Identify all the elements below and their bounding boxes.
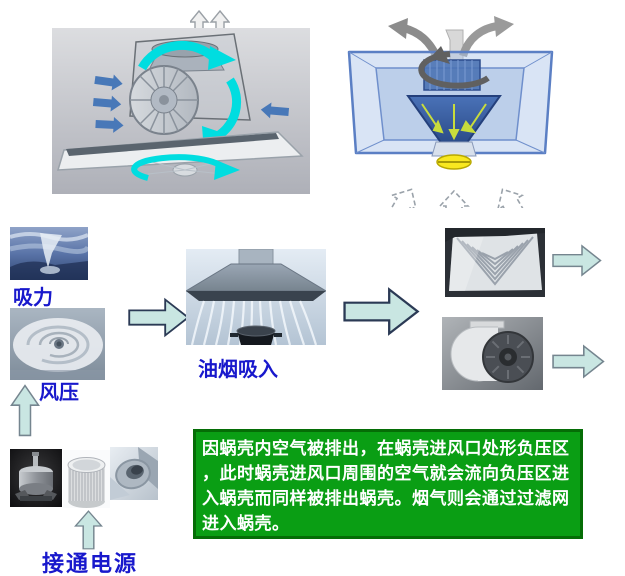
- arrow-right-icon: [343, 285, 420, 338]
- motor-image: [10, 449, 62, 507]
- intake-side-arrows-icon: [92, 74, 290, 133]
- cooking-pot: [230, 325, 282, 345]
- metal-ring-image: [110, 447, 158, 500]
- info-box: 因蜗壳内空气被排出，在蜗壳进风口处形负压区，此时蜗壳进风口周围的空气就会流向负压…: [193, 429, 583, 539]
- dashed-intake-arrows-icon: [386, 188, 528, 208]
- blower-wheel: [482, 331, 534, 383]
- funnel-cone: [406, 95, 502, 157]
- yellow-fan-icon: [436, 154, 472, 170]
- fan-wheel-image: [63, 450, 110, 508]
- arrow-right-icon: [552, 243, 602, 278]
- info-box-text: 因蜗壳内空气被排出，在蜗壳进风口处形负压区，此时蜗壳进风口周围的空气就会流向负压…: [202, 439, 570, 534]
- blower-image: [442, 317, 543, 390]
- inner-swirl-arrow-icon: [418, 46, 490, 89]
- arrow-right-icon: [552, 343, 605, 380]
- suction-label: 吸力: [13, 285, 53, 309]
- hurricane-image: [10, 308, 105, 380]
- exhaust-up-arrows-icon: [190, 10, 230, 46]
- cyan-bottom-swirl-arrow-icon: [131, 154, 240, 181]
- arrow-up-icon: [10, 384, 40, 437]
- filter-panel-image: [445, 228, 545, 297]
- smoke-intake-label: 油烟吸入: [198, 357, 278, 381]
- tornado-image: [10, 227, 88, 280]
- arrow-right-icon: [128, 296, 190, 339]
- arrow-up-icon: [74, 510, 103, 550]
- wind-pressure-label: 风压: [39, 380, 79, 404]
- hood-transparent-render: [338, 12, 568, 208]
- hood-airflow-render: [52, 28, 310, 194]
- power-on-label: 接通电源: [42, 552, 139, 576]
- hood-smoke-image: [186, 249, 326, 345]
- hood-fan-wheel: [129, 65, 199, 135]
